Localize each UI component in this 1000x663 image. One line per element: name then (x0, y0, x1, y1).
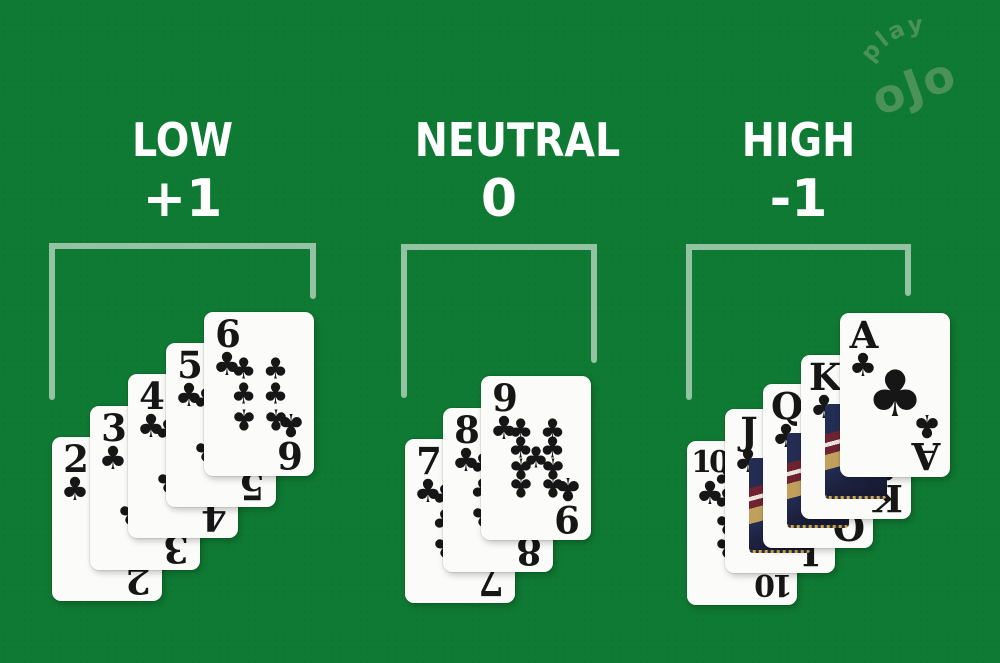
card-rank: 4 (139, 374, 165, 418)
card-6-of-clubs: 6♣6♣♣♣♣♣♣♣ (204, 312, 314, 477)
card-A-of-clubs: A♣A♣♣ (840, 313, 950, 478)
card-rank: 7 (416, 439, 442, 483)
card-corner-index: 6♣ (212, 312, 244, 384)
card-rank: 10 (691, 445, 730, 480)
card-corner-index: 9♣ (489, 376, 521, 448)
club-pip-icon: ♣ (262, 351, 289, 386)
card-rank: J (740, 409, 758, 453)
club-pip-icon: ♣ (230, 351, 257, 386)
club-pip-icon: ♣ (539, 469, 566, 504)
card-corner-index: 2♣ (60, 437, 92, 509)
card-rank: 3 (101, 406, 127, 450)
club-pip-icon: ♣ (866, 358, 924, 432)
club-suit-icon: ♣ (98, 439, 128, 478)
club-pip-icon: ♣ (523, 440, 549, 475)
club-pip-icon: ♣ (262, 376, 289, 411)
club-pip-icon: ♣ (539, 412, 566, 447)
club-pip-icon: ♣ (230, 376, 257, 411)
card-corner-index: 5♣ (174, 343, 206, 415)
club-suit-icon: ♣ (174, 376, 204, 415)
club-pip-icon: ♣ (507, 430, 534, 465)
playojo-logo-group: play oJo (850, 7, 964, 127)
card-rank: 6 (215, 312, 241, 356)
club-pip-icon: ♣ (507, 469, 534, 504)
club-pip-icon: ♣ (539, 430, 566, 465)
club-suit-icon: ♣ (136, 407, 166, 446)
club-suit-icon: ♣ (695, 473, 725, 512)
club-suit-icon: ♣ (60, 470, 90, 509)
club-pip-icon: ♣ (230, 402, 257, 437)
card-rank: A (849, 313, 879, 357)
card-rank: K (809, 355, 842, 399)
club-suit-icon: ♣ (451, 441, 481, 480)
card-corner-index: A♣ (848, 313, 880, 385)
club-suit-icon: ♣ (489, 409, 519, 448)
group-high-header: HIGH -1 (686, 113, 911, 229)
card-rank: 9 (492, 376, 518, 420)
group-neutral-header: NEUTRAL 0 (401, 113, 621, 229)
group-neutral-count: 0 (480, 168, 518, 229)
club-suit-icon: ♣ (212, 345, 242, 384)
card-rank: 5 (177, 343, 203, 387)
club-pip-icon: ♣ (507, 412, 534, 447)
card-corner-index: 3♣ (98, 406, 130, 478)
card-corner-index: 8♣ (451, 408, 483, 480)
group-high-bracket (686, 244, 911, 400)
group-high-count: -1 (769, 168, 828, 229)
card-corner-index: 10♣ (691, 446, 730, 512)
card-rank: 8 (454, 408, 480, 452)
card-rank: Q (771, 384, 804, 428)
group-low-count: +1 (142, 168, 223, 229)
club-pip-icon: ♣ (262, 402, 289, 437)
group-high-label: HIGH (741, 113, 856, 167)
card-9-of-clubs: 9♣9♣♣♣♣♣♣♣♣♣♣ (481, 376, 591, 541)
card-rank: 2 (63, 437, 89, 481)
group-neutral-bracket (401, 244, 597, 398)
group-low-header: LOW +1 (49, 113, 316, 229)
group-low-bracket (49, 243, 316, 400)
club-suit-icon: ♣ (848, 346, 878, 385)
card-corner-index: 7♣ (413, 439, 445, 511)
playojo-logo: play oJo (850, 7, 964, 127)
card-corner-index: 4♣ (136, 374, 168, 446)
group-low-label: LOW (131, 113, 234, 167)
group-neutral-label: NEUTRAL (414, 113, 621, 167)
club-suit-icon: ♣ (413, 472, 443, 511)
